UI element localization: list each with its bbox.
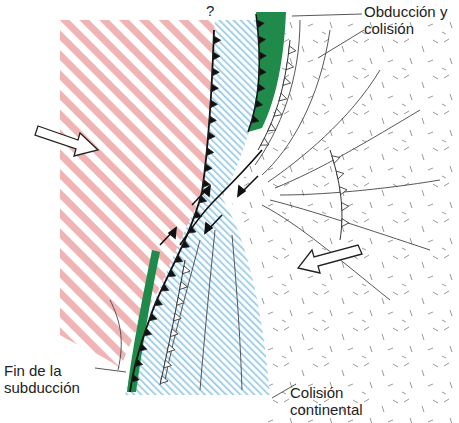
convergence-arrow [35, 126, 98, 156]
region-label: Fin de la subducción [4, 362, 104, 396]
shear-arrows [160, 176, 258, 245]
ophiolite-strip [248, 12, 286, 132]
oceanic-band [125, 20, 270, 395]
thrust-teeth [251, 20, 266, 123]
leader-lines [95, 14, 364, 398]
region-label: Obducción y colisión [364, 3, 456, 37]
thrust-fault [248, 14, 259, 132]
thrust-teeth [160, 266, 190, 384]
thrust-teeth [261, 46, 296, 145]
thrust-fault [130, 30, 214, 392]
ophiolite-strip [127, 250, 160, 392]
strike-slip-fault [180, 150, 262, 245]
convergence-arrow [298, 245, 362, 273]
question-mark: ? [206, 2, 222, 19]
thrust-fault [258, 40, 290, 150]
thrust-fault [330, 150, 342, 240]
thrust-teeth [132, 36, 221, 382]
thrust-fault [160, 260, 185, 385]
thrust-teeth [332, 156, 349, 227]
region-label: Colisión continental [290, 384, 400, 418]
structure-lines [110, 20, 440, 390]
